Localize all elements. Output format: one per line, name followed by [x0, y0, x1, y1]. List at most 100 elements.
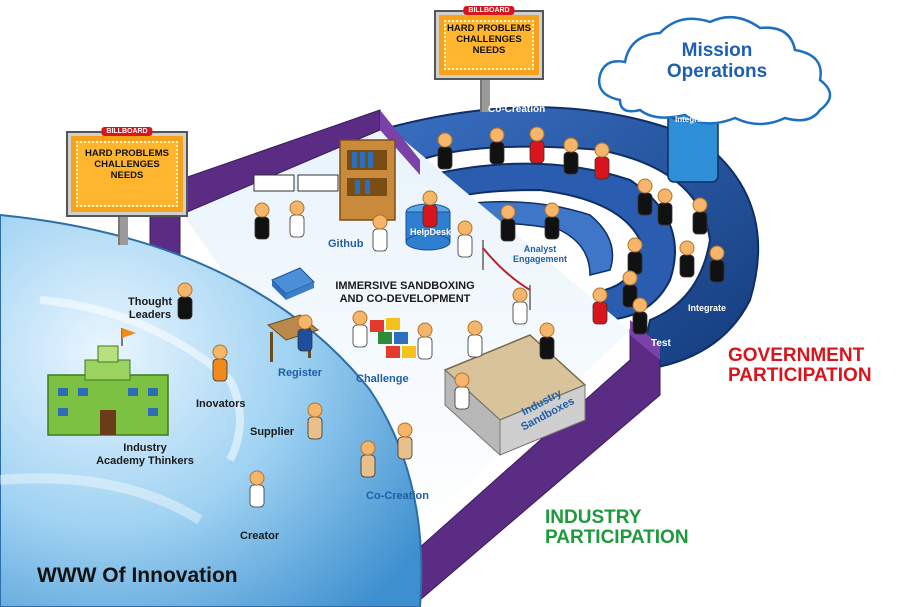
academy-building-icon	[47, 328, 169, 436]
person-figure	[539, 322, 555, 360]
person-head	[397, 422, 413, 438]
person-figure	[529, 126, 545, 164]
billboard-left: BILLBOARD HARD PROBLEMS CHALLENGES NEEDS	[68, 127, 186, 215]
www-title: WWW Of Innovation	[37, 564, 238, 587]
person-head	[632, 297, 648, 313]
government-participation-label: GOVERNMENT PARTICIPATION	[728, 345, 872, 386]
person-figure	[360, 440, 376, 478]
person-figure	[297, 314, 313, 352]
person-figure	[594, 142, 610, 180]
person-figure	[254, 202, 270, 240]
immersive-sandboxing-title: IMMERSIVE SANDBOXING AND CO-DEVELOPMENT	[335, 280, 475, 305]
person-figure	[632, 297, 648, 335]
person-head	[679, 240, 695, 256]
person-body	[307, 416, 323, 440]
person-body	[289, 214, 305, 238]
github-label: Github	[328, 238, 364, 250]
person-head	[627, 237, 643, 253]
creator-label: Creator	[240, 530, 280, 542]
person-head	[637, 178, 653, 194]
person-figure	[249, 470, 265, 508]
billboard-pole	[118, 210, 128, 245]
person-head	[457, 220, 473, 236]
person-head	[544, 202, 560, 218]
person-head	[539, 322, 555, 338]
person-figure	[307, 402, 323, 440]
person-body	[594, 156, 610, 180]
register-label: Register	[278, 367, 323, 379]
person-head	[594, 142, 610, 158]
person-figure	[657, 188, 673, 226]
person-figure	[709, 245, 725, 283]
person-figure	[637, 178, 653, 216]
analyst-engagement-label: Analyst Engagement	[512, 244, 567, 264]
supplier-label: Supplier	[250, 426, 295, 438]
github-bookshelf-icon	[339, 139, 396, 221]
person-head	[417, 322, 433, 338]
person-body	[397, 436, 413, 460]
person-body	[422, 204, 438, 228]
integrate-ring-label: Integrate	[688, 303, 727, 313]
person-head	[622, 270, 638, 286]
person-head	[512, 287, 528, 303]
person-head	[709, 245, 725, 261]
person-body	[249, 484, 265, 508]
person-figure	[679, 240, 695, 278]
inovators-label: Inovators	[196, 398, 246, 410]
integrate-top-label: Integrate	[675, 115, 709, 124]
rope-barrier	[482, 240, 531, 310]
person-body	[592, 301, 608, 325]
co-creation-bottom-label: Co-Creation	[366, 490, 429, 502]
person-body	[360, 454, 376, 478]
billboard-inner	[76, 141, 178, 207]
billboard-inner	[444, 20, 534, 70]
person-figure	[563, 137, 579, 175]
person-head	[352, 310, 368, 326]
person-body	[657, 202, 673, 226]
person-figure	[454, 372, 470, 410]
person-body	[372, 228, 388, 252]
co-creation-top-label: Co-Creation	[488, 104, 546, 115]
person-figure	[417, 322, 433, 360]
person-figure	[627, 237, 643, 275]
person-head	[360, 440, 376, 456]
billboard-pole	[480, 72, 490, 112]
billboard-text: HARD PROBLEMS CHALLENGES NEEDS	[439, 23, 539, 56]
person-body	[692, 211, 708, 235]
person-head	[563, 137, 579, 153]
person-figure	[457, 220, 473, 258]
person-figure	[372, 214, 388, 252]
billboard-tag: BILLBOARD	[463, 6, 515, 15]
billboard-line: HARD PROBLEMS	[447, 23, 531, 34]
person-body	[500, 218, 516, 242]
people-figures	[177, 126, 725, 508]
person-figure	[592, 287, 608, 325]
person-figure	[212, 344, 228, 382]
billboard-line: NEEDS	[472, 45, 506, 56]
person-figure	[544, 202, 560, 240]
person-head	[297, 314, 313, 330]
challenge-label: Challenge	[356, 373, 409, 385]
person-head	[454, 372, 470, 388]
person-body	[467, 334, 483, 358]
person-head	[692, 197, 708, 213]
mission-cloud-icon	[597, 15, 832, 126]
person-head	[422, 190, 438, 206]
person-body	[457, 234, 473, 258]
person-body	[297, 328, 313, 352]
billboard-text: HARD PROBLEMS CHALLENGES NEEDS	[71, 148, 183, 181]
billboard-top: BILLBOARD HARD PROBLEMS CHALLENGES NEEDS	[436, 6, 542, 78]
speech-bubble	[297, 174, 339, 192]
person-head	[467, 320, 483, 336]
person-body	[632, 311, 648, 335]
person-figure	[397, 422, 413, 460]
person-body	[529, 140, 545, 164]
person-body	[489, 141, 505, 165]
person-body	[563, 151, 579, 175]
billboard-line: CHALLENGES	[456, 34, 522, 45]
challenge-blocks-icon	[370, 318, 416, 358]
person-head	[592, 287, 608, 303]
person-figure	[489, 127, 505, 165]
person-body	[709, 259, 725, 283]
